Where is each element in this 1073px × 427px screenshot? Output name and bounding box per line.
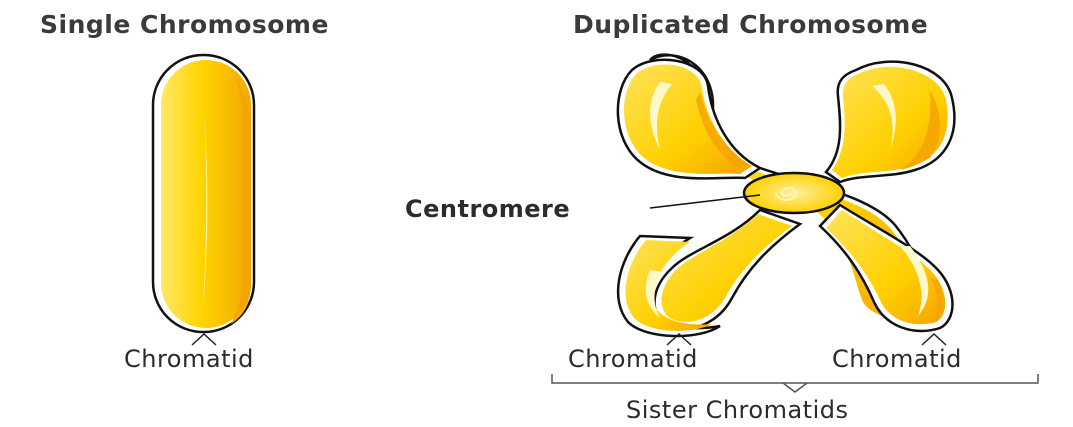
sister-chromatids-label: Sister Chromatids (626, 396, 848, 424)
centromere-pointer (650, 195, 760, 208)
chromatid-label-single: Chromatid (124, 345, 254, 373)
chromatid-label-left: Chromatid (568, 345, 698, 373)
chromatid-label-right: Chromatid (832, 345, 962, 373)
centromere (744, 173, 844, 213)
single-chromosome-title: Single Chromosome (40, 10, 329, 39)
single-chromosome (153, 55, 254, 332)
duplicated-chromosome (618, 55, 955, 336)
centromere-label: Centromere (405, 195, 570, 223)
duplicated-chromosome-title: Duplicated Chromosome (573, 10, 928, 39)
sister-chromatids-bracket (552, 374, 1038, 392)
chromatid-carets (192, 334, 946, 345)
